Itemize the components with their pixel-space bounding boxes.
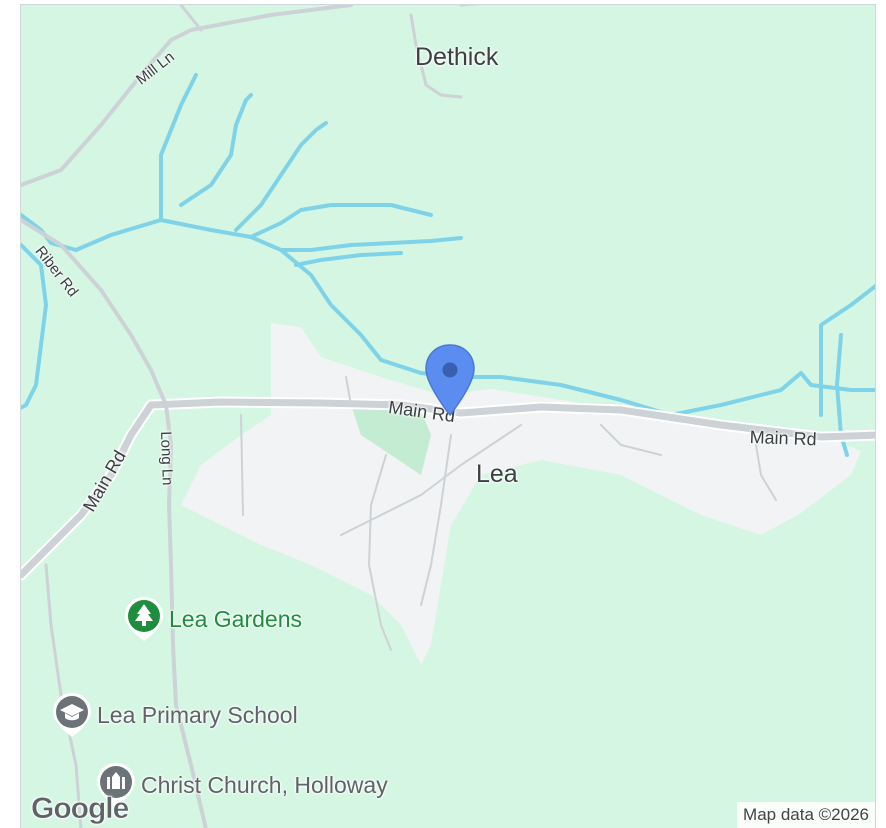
road-label-long-ln: Long Ln [157, 431, 176, 486]
park-area [351, 405, 431, 475]
poi-label: Lea Primary School [97, 701, 298, 728]
roads [21, 5, 875, 828]
place-label-lea[interactable]: Lea [476, 460, 518, 488]
graduation-cap-icon [51, 691, 93, 739]
poi-label: Christ Church, Holloway [141, 771, 388, 798]
streams [21, 73, 875, 457]
poi-christ-church-holloway[interactable]: Christ Church, Holloway [95, 761, 388, 809]
poi-lea-primary-school[interactable]: Lea Primary School [51, 691, 298, 739]
poi-label: Lea Gardens [169, 605, 302, 632]
poi-lea-gardens[interactable]: Lea Gardens [123, 595, 302, 643]
location-marker-icon[interactable] [423, 343, 477, 419]
place-label-dethick[interactable]: Dethick [415, 43, 499, 71]
google-logo[interactable]: Google [31, 792, 130, 826]
map-canvas[interactable]: Dethick Lea Mill Ln Riber Rd Main Rd Lon… [20, 4, 876, 828]
church-icon [95, 761, 137, 809]
map-base-layer [21, 5, 875, 828]
tree-icon [123, 595, 165, 643]
map-attribution[interactable]: Map data ©2026 [737, 802, 875, 828]
road-label-main-rd-right: Main Rd [749, 427, 817, 450]
